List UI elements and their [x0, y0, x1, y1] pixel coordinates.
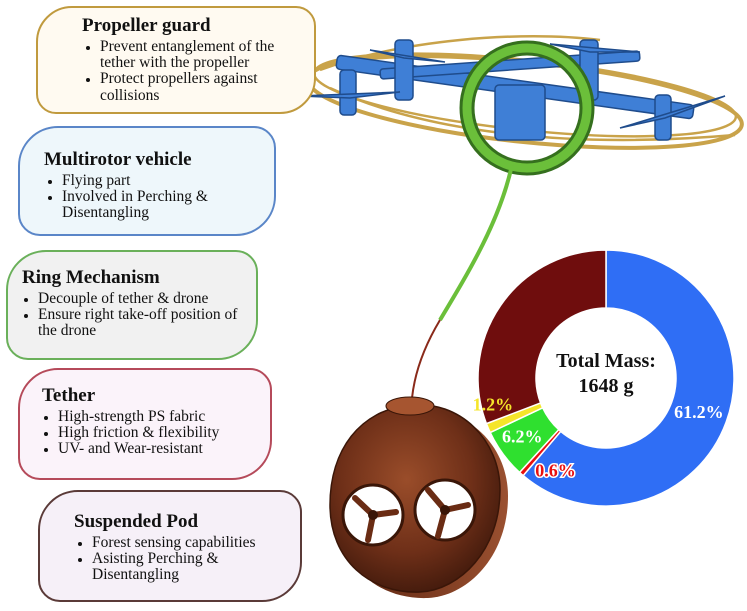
card-bullet: Flying part: [62, 172, 266, 189]
donut-slice-label: 6.2%: [502, 427, 543, 447]
card-title: Propeller guard: [82, 15, 211, 36]
tether: [411, 164, 514, 399]
center-label-line1: Total Mass:: [556, 350, 656, 372]
card-bullet: Protect propellers against collisions: [100, 71, 306, 104]
center-label-line2: 1648 g: [579, 375, 634, 397]
donut-slice-label: 0.6%: [535, 460, 576, 480]
suspended-pod: [329, 396, 508, 599]
card-bullet: Asisting Perching & Disentangling: [92, 551, 294, 584]
ring-mechanism: [459, 40, 595, 176]
card-bullet: Involved in Perching & Disentangling: [62, 189, 266, 222]
card-multirotor-vehicle: Multirotor vehicle Flying part Involved …: [18, 126, 276, 236]
card-ring-mechanism: Ring Mechanism Decouple of tether & dron…: [6, 250, 258, 360]
card-bullet: Decouple of tether & drone: [38, 290, 250, 307]
card-bullet: Forest sensing capabilities: [92, 534, 294, 551]
donut-slice-label: 1.2%: [473, 395, 514, 415]
donut-slice: [522, 249, 735, 507]
donut-slice-label: 61.2%: [674, 402, 724, 422]
card-bullet: High friction & flexibility: [58, 424, 264, 441]
card-title: Suspended Pod: [74, 511, 199, 532]
card-title: Multirotor vehicle: [44, 149, 192, 170]
card-title: Tether: [42, 385, 96, 406]
card-suspended-pod: Suspended Pod Forest sensing capabilitie…: [38, 490, 302, 602]
card-bullet: UV- and Wear-resistant: [58, 441, 264, 458]
donut-slice-label: 30.8%: [492, 254, 542, 274]
donut-slice: [477, 249, 607, 425]
card-bullet: Ensure right take-off position of the dr…: [38, 307, 250, 340]
card-bullet: Prevent entanglement of the tether with …: [100, 38, 306, 72]
card-tether: Tether High-strength PS fabric High fric…: [18, 368, 272, 480]
card-title: Ring Mechanism: [22, 267, 160, 288]
card-bullet: High-strength PS fabric: [58, 408, 264, 425]
card-propeller-guard: Propeller guard Prevent entanglement of …: [36, 6, 316, 114]
